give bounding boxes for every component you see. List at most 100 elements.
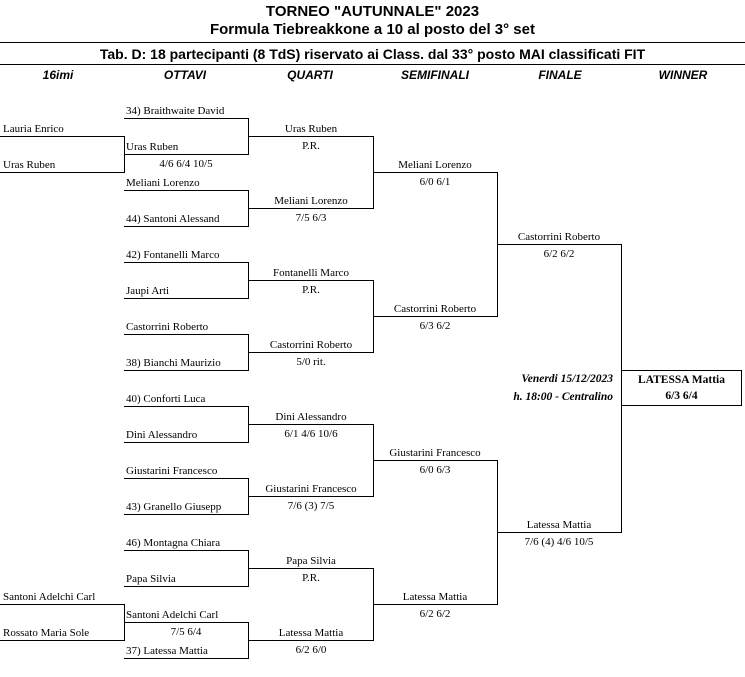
r16-player-name: Giustarini Francesco: [126, 465, 218, 477]
r16-slot-line: [124, 298, 248, 299]
quarter-player-name: Fontanelli Marco: [272, 267, 350, 279]
column-header-semifinali: SEMIFINALI: [401, 68, 469, 82]
r16-slot-line: [124, 118, 248, 119]
sixteenth-player-name: Lauria Enrico: [3, 123, 64, 135]
r16-slot-line: [124, 190, 248, 191]
column-header-winner: WINNER: [658, 68, 708, 82]
r16-slot-line: [124, 406, 248, 407]
quarter-match-score: 7/5 6/3: [295, 212, 327, 224]
column-header-finale: FINALE: [538, 68, 582, 82]
quarter-player-name: Dini Alessandro: [275, 411, 347, 423]
semi-match-score: 6/2 6/2: [419, 608, 451, 620]
r16-slot-line: [124, 442, 248, 443]
r16-player-name: Papa Silvia: [126, 573, 176, 585]
tournament-subtitle: Formula Tiebreakkone a 10 al posto del 3…: [209, 21, 535, 38]
winner-score: 6/3 6/4: [665, 390, 698, 402]
quarter-match-score: P.R.: [302, 140, 320, 152]
sixteenth-slot-line: [0, 640, 124, 641]
semi-match-score: 6/0 6/1: [419, 176, 451, 188]
column-header-quarti: QUARTI: [287, 68, 333, 82]
quarter-slot-line: [249, 640, 373, 641]
final-slot-line: [497, 244, 621, 245]
header-divider-top: [0, 42, 745, 43]
header-divider-bottom: [0, 64, 745, 65]
sixteenth-slot-line: [0, 172, 124, 173]
quarter-match-score: P.R.: [302, 284, 320, 296]
r16-slot-line: [124, 478, 248, 479]
r16-player-name: 37) Latessa Mattia: [126, 645, 208, 657]
sixteenth-player-name: Rossato Maria Sole: [3, 627, 90, 639]
quarter-slot-line: [249, 496, 373, 497]
quarter-player-name: Giustarini Francesco: [265, 483, 357, 495]
r16-player-name: Meliani Lorenzo: [126, 177, 200, 189]
final-slot-line: [497, 532, 621, 533]
r16-slot-line: [124, 226, 248, 227]
column-header-16imi: 16imi: [42, 68, 74, 82]
semi-player-name: Meliani Lorenzo: [398, 159, 472, 171]
r16-slot-line: [124, 262, 248, 263]
quarter-slot-line: [249, 208, 373, 209]
r16-player-name: 40) Conforti Luca: [126, 393, 206, 405]
semi-player-name: Latessa Mattia: [402, 591, 468, 603]
semi-slot-line: [373, 172, 497, 173]
semi-player-name: Giustarini Francesco: [389, 447, 481, 459]
r16-connector: [248, 118, 249, 155]
sixteenth-slot-line: [0, 136, 124, 137]
r16-player-name: 46) Montagna Chiara: [126, 537, 221, 549]
r16-player-name: Santoni Adelchi Carl: [126, 609, 219, 621]
quarter-player-name: Uras Ruben: [284, 123, 338, 135]
semi-slot-line: [373, 316, 497, 317]
r16-slot-line: [124, 658, 248, 659]
r16-slot-line: [124, 622, 248, 623]
quarter-slot-line: [249, 424, 373, 425]
quarter-slot-line: [249, 280, 373, 281]
sixteenth-player-name: Uras Ruben: [3, 159, 56, 171]
r16-player-name: Jaupi Arti: [126, 285, 170, 297]
final-player-name: Latessa Mattia: [526, 519, 592, 531]
final-date: Venerdi 15/12/2023: [521, 373, 613, 385]
quarter-match-score: 6/2 6/0: [295, 644, 327, 656]
semi-slot-line: [373, 460, 497, 461]
r16-connector: [248, 550, 249, 587]
quarter-match-score: 6/1 4/6 10/6: [284, 428, 338, 440]
r16-slot-line: [124, 550, 248, 551]
r16-player-name: 34) Braithwaite David: [126, 105, 225, 117]
r16-player-name: 42) Fontanelli Marco: [126, 249, 220, 261]
r16-slot-line: [124, 586, 248, 587]
r16-connector: [248, 334, 249, 371]
r16-slot-line: [124, 370, 248, 371]
semi-match-score: 6/0 6/3: [419, 464, 451, 476]
sixteenth-connector: [124, 604, 125, 641]
winner-box: LATESSA Mattia 6/3 6/4: [621, 370, 742, 406]
table-info: Tab. D: 18 partecipanti (8 TdS) riservat…: [99, 46, 646, 62]
r16-connector: [248, 406, 249, 443]
semi-match-score: 6/3 6/2: [419, 320, 451, 332]
r16-player-name: Uras Ruben: [126, 141, 179, 153]
quarter-player-name: Papa Silvia: [286, 555, 336, 567]
quarter-match-score: 5/0 rit.: [296, 356, 326, 368]
final-player-name: Castorrini Roberto: [517, 231, 601, 243]
column-header-ottavi: OTTAVI: [163, 68, 207, 82]
r16-player-name: 44) Santoni Alessand: [126, 213, 220, 225]
quarter-slot-line: [249, 568, 373, 569]
sixteenth-connector: [124, 136, 125, 173]
r16-match-score: 4/6 6/4 10/5: [159, 158, 213, 170]
sixteenth-slot-line: [0, 604, 124, 605]
r16-slot-line: [124, 154, 248, 155]
r16-connector: [248, 478, 249, 515]
r16-player-name: 43) Granello Giusepp: [126, 501, 222, 513]
r16-slot-line: [124, 514, 248, 515]
r16-connector: [248, 190, 249, 227]
r16-player-name: 38) Bianchi Maurizio: [126, 357, 221, 369]
quarter-match-score: P.R.: [302, 572, 320, 584]
r16-connector: [248, 262, 249, 299]
sixteenth-player-name: Santoni Adelchi Carl: [3, 591, 96, 603]
final-time: h. 18:00 - Centralino: [513, 391, 613, 403]
r16-slot-line: [124, 334, 248, 335]
quarter-player-name: Meliani Lorenzo: [274, 195, 348, 207]
quarter-player-name: Castorrini Roberto: [269, 339, 353, 351]
final-match-score: 7/6 (4) 4/6 10/5: [524, 536, 594, 548]
winner-name: LATESSA Mattia: [637, 374, 725, 386]
r16-match-score: 7/5 6/4: [170, 626, 202, 638]
